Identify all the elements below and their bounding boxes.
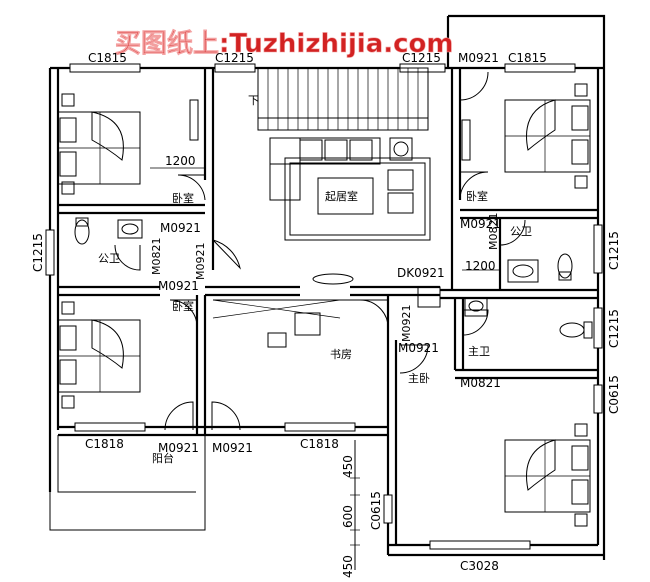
door-label-m0921-w-a: M0921 bbox=[194, 243, 207, 281]
window-label-c3028: C3028 bbox=[460, 559, 499, 573]
beds bbox=[57, 83, 591, 527]
dim-label-1200-a: 1200 bbox=[165, 154, 196, 168]
window-label-c1215-right-a: C1215 bbox=[607, 231, 621, 270]
door-label-m0921-bal-a: M0921 bbox=[158, 441, 199, 455]
door-label-m0921-top: M0921 bbox=[458, 51, 499, 65]
room-label-bath-e: 公卫 bbox=[510, 225, 532, 238]
window-label-c0615-mid: C0615 bbox=[369, 491, 383, 530]
dim-label-1200-b: 1200 bbox=[465, 259, 496, 273]
door-label-m0921-study-v: M0921 bbox=[400, 305, 413, 343]
window-label-c1815-a: C1815 bbox=[88, 51, 127, 65]
door-label-m0921-w-b: M0921 bbox=[158, 279, 199, 293]
dimension-lines bbox=[150, 167, 500, 570]
window-label-c1215-top2: C1215 bbox=[402, 51, 441, 65]
window-label-c1215-right-b: C1215 bbox=[607, 309, 621, 348]
room-label-living: 起居室 bbox=[325, 189, 358, 203]
room-label-master-bath: 主卫 bbox=[468, 345, 490, 358]
room-label-study: 书房 bbox=[330, 348, 352, 361]
door-label-dk0921: DK0921 bbox=[397, 266, 445, 280]
door-label-m0921-bed-nw: M0921 bbox=[160, 221, 201, 235]
door-label-m0821-w: M0821 bbox=[150, 238, 163, 276]
living-furniture bbox=[269, 137, 431, 285]
window-label-c1215-left: C1215 bbox=[31, 233, 45, 272]
room-label-bedroom-w: 卧室 bbox=[172, 299, 194, 313]
door-label-m0921-bed-ne: M0921 bbox=[460, 217, 501, 231]
room-label-master-bed: 主卧 bbox=[408, 372, 430, 385]
door-label-m0821-e: M0821 bbox=[487, 213, 500, 251]
bath-fixtures bbox=[74, 217, 593, 339]
door-label-m0821-master: M0821 bbox=[460, 376, 501, 390]
window-label-c1215-top: C1215 bbox=[215, 51, 254, 65]
dim-label-600: 600 bbox=[341, 505, 355, 528]
door-label-m0921-study: M0921 bbox=[398, 341, 439, 355]
door-label-m0921-bal-b: M0921 bbox=[212, 441, 253, 455]
watermark-text: 买图纸上:Tuzhizhijia.com bbox=[115, 28, 454, 59]
dim-label-450-b: 450 bbox=[341, 555, 355, 578]
study-furniture bbox=[212, 299, 388, 348]
room-label-bedroom-ne: 卧室 bbox=[466, 189, 488, 203]
staircase bbox=[257, 67, 429, 131]
window-label-c1818-b: C1818 bbox=[300, 437, 339, 451]
room-label-balcony: 阳台 bbox=[152, 451, 174, 465]
window-label-c0615-right: C0615 bbox=[607, 375, 621, 414]
interior-walls bbox=[58, 68, 598, 440]
stair-down-label: 下 bbox=[248, 94, 259, 107]
doors bbox=[114, 71, 526, 431]
room-label-bedroom-nw: 卧室 bbox=[172, 191, 194, 205]
window-label-c1815-b: C1815 bbox=[508, 51, 547, 65]
room-label-bath-w: 公卫 bbox=[98, 252, 120, 265]
dim-label-450-a: 450 bbox=[341, 455, 355, 478]
window-label-c1818-a: C1818 bbox=[85, 437, 124, 451]
